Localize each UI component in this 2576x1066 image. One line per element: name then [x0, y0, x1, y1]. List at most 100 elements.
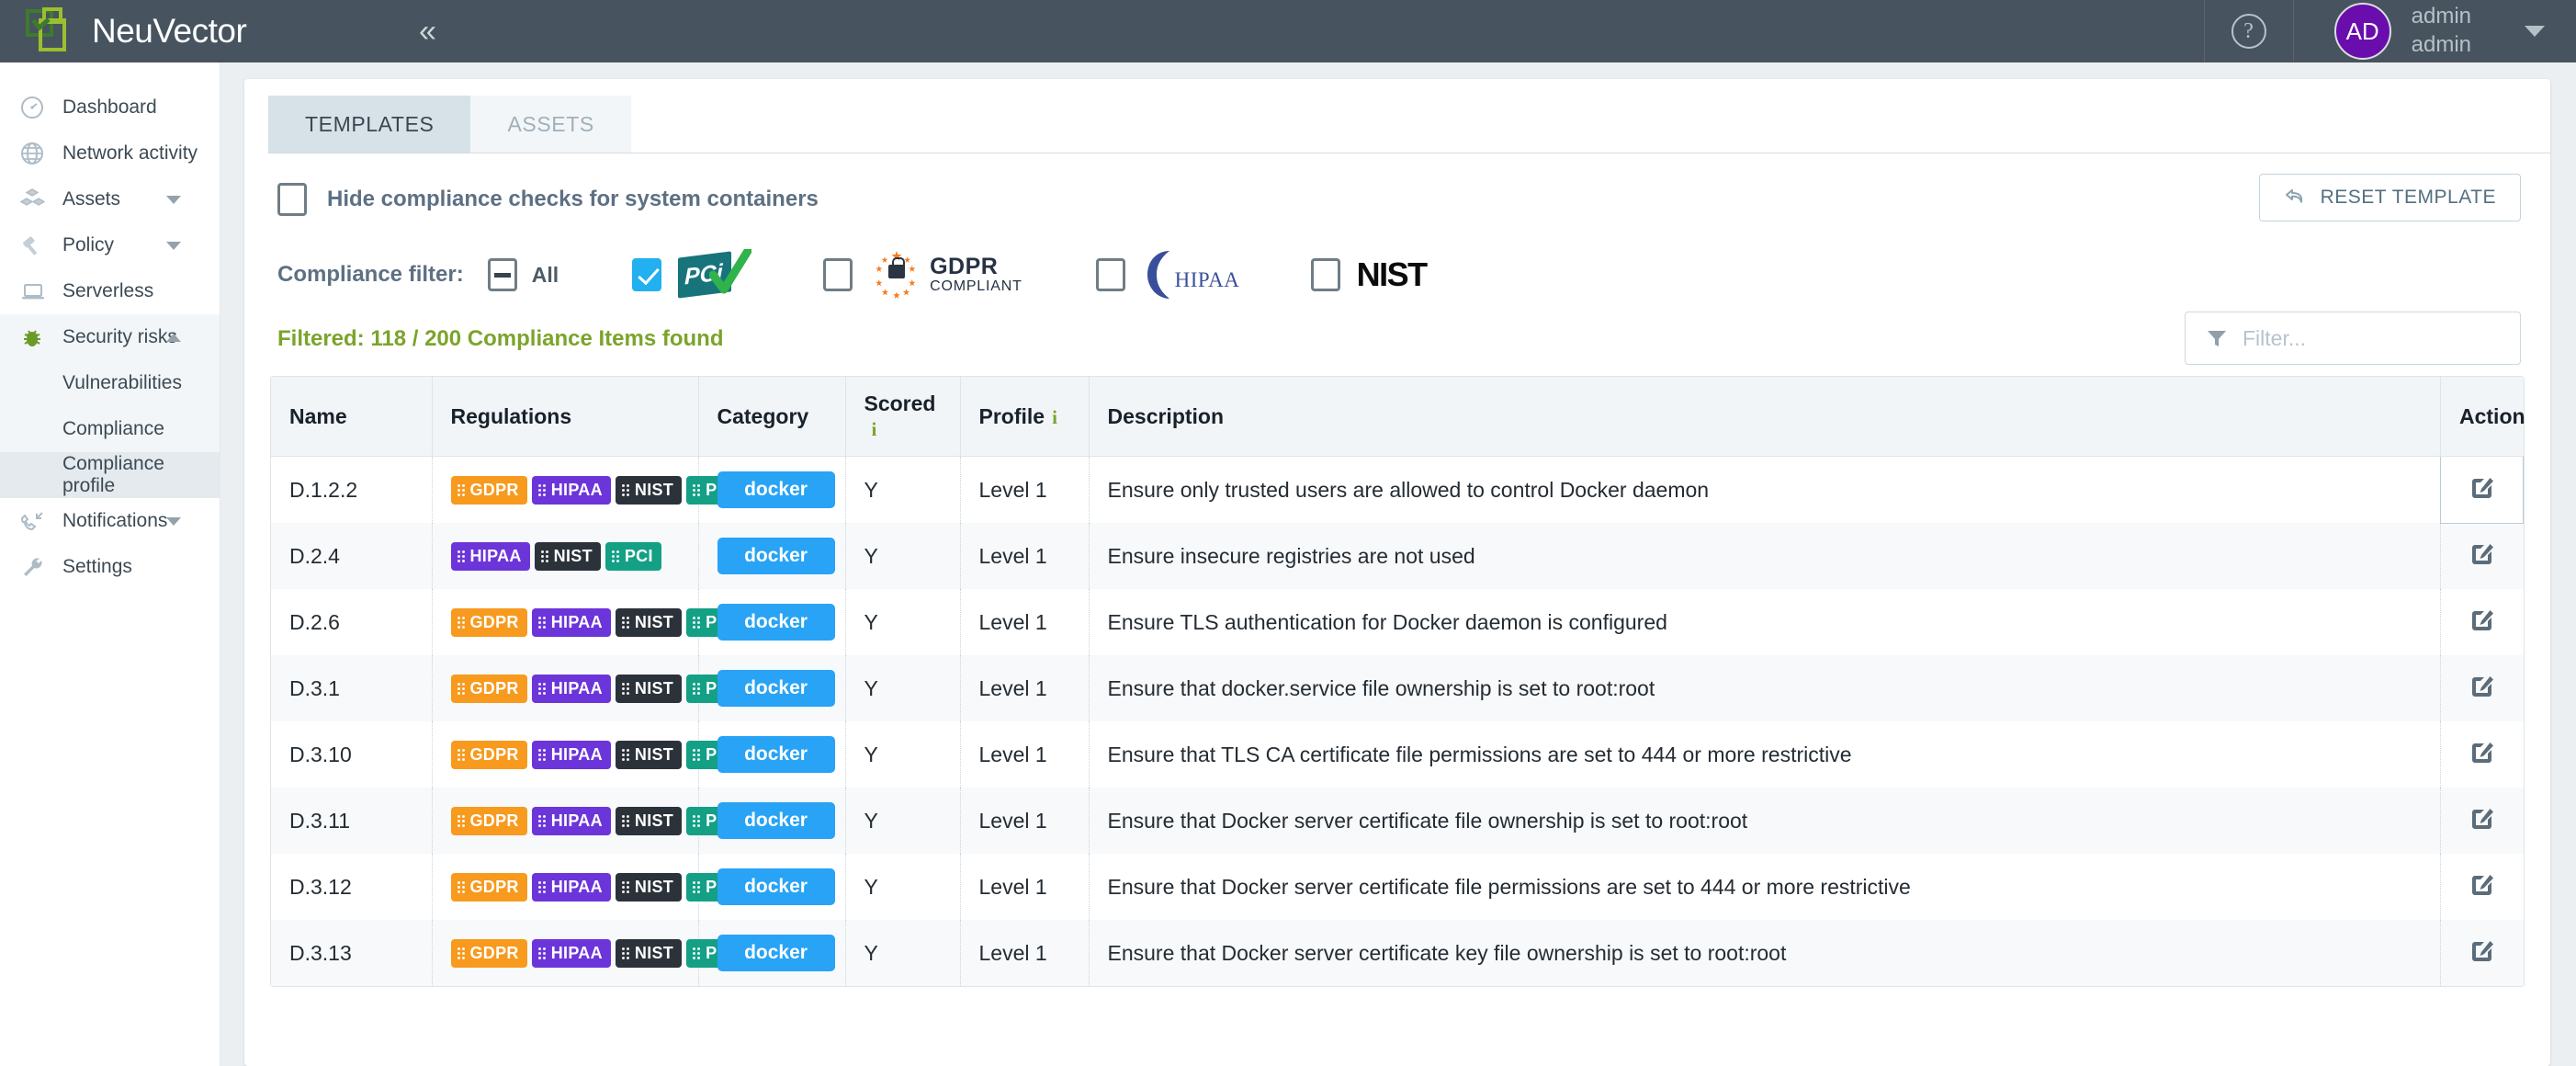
- col-scored[interactable]: Scoredi: [845, 377, 961, 457]
- filter-gdpr-checkbox[interactable]: [823, 258, 853, 291]
- regulation-badge-gdpr[interactable]: GDPR: [450, 674, 527, 703]
- col-category[interactable]: Category: [698, 377, 846, 457]
- user-menu[interactable]: AD admin admin: [2294, 0, 2576, 62]
- table-row[interactable]: D.3.11 GDPRHIPAANISTPCI docker Y Level 1…: [271, 788, 2524, 854]
- regulation-badge-gdpr[interactable]: GDPR: [450, 607, 527, 637]
- regulation-badge-pci[interactable]: PCI: [604, 541, 661, 571]
- regulation-badge-nist[interactable]: NIST: [615, 607, 683, 637]
- filter-pci-checkbox[interactable]: [632, 258, 662, 291]
- sidebar-item-policy[interactable]: Policy: [0, 222, 220, 268]
- filter-option-gdpr[interactable]: GDPR COMPLIANT: [823, 247, 1022, 302]
- table-row[interactable]: D.2.6 GDPRHIPAANISTPCI docker Y Level 1 …: [271, 589, 2524, 655]
- sidebar-item-settings[interactable]: Settings: [0, 544, 220, 590]
- regulation-badge-nist[interactable]: NIST: [615, 740, 683, 769]
- regulation-badge-hipaa[interactable]: HIPAA: [450, 541, 530, 571]
- reset-template-button[interactable]: RESET TEMPLATE: [2258, 174, 2521, 221]
- regulation-badge-nist[interactable]: NIST: [615, 872, 683, 902]
- regulation-badge-gdpr[interactable]: GDPR: [450, 872, 527, 902]
- regulation-badge-hipaa[interactable]: HIPAA: [531, 674, 611, 703]
- col-description[interactable]: Description: [1089, 377, 2441, 457]
- caret-down-icon[interactable]: [2525, 26, 2545, 37]
- category-pill[interactable]: docker: [717, 802, 835, 839]
- chevron-down-icon[interactable]: [166, 516, 181, 526]
- filter-option-all[interactable]: All: [487, 258, 559, 291]
- filter-input-wrapper[interactable]: [2185, 312, 2521, 365]
- edit-icon[interactable]: [2469, 606, 2496, 639]
- regulation-badge-hipaa[interactable]: HIPAA: [531, 938, 611, 968]
- hipaa-logo-icon: HIPAA: [1142, 249, 1239, 301]
- col-profile[interactable]: Profile i: [960, 377, 1090, 457]
- table-row[interactable]: D.3.13 GDPRHIPAANISTPCI docker Y Level 1…: [271, 920, 2524, 986]
- hide-system-checks-checkbox[interactable]: [277, 183, 307, 216]
- help-button[interactable]: ?: [2203, 0, 2294, 62]
- table-row[interactable]: D.3.10 GDPRHIPAANISTPCI docker Y Level 1…: [271, 721, 2524, 788]
- regulation-badge-nist[interactable]: NIST: [615, 806, 683, 835]
- sidebar-collapse-icon[interactable]: «: [419, 14, 436, 49]
- regulation-badge-hipaa[interactable]: HIPAA: [531, 740, 611, 769]
- filter-option-nist[interactable]: NIST: [1310, 255, 1428, 294]
- edit-icon[interactable]: [2469, 473, 2496, 506]
- category-pill[interactable]: docker: [717, 670, 835, 707]
- gavel-icon: [20, 233, 51, 257]
- table-row[interactable]: D.1.2.2 GDPRHIPAANISTPCI docker Y Level …: [271, 456, 2524, 524]
- col-regulations[interactable]: Regulations: [432, 377, 699, 457]
- regulation-badge-nist[interactable]: NIST: [534, 541, 601, 571]
- category-pill[interactable]: docker: [717, 471, 835, 508]
- tab-templates[interactable]: TEMPLATES: [268, 96, 471, 153]
- filter-hipaa-checkbox[interactable]: [1095, 258, 1125, 291]
- regulation-badge-gdpr[interactable]: GDPR: [450, 475, 527, 505]
- regulation-badge-gdpr[interactable]: GDPR: [450, 740, 527, 769]
- category-pill[interactable]: docker: [717, 538, 835, 574]
- cell-profile: Level 1: [960, 589, 1090, 655]
- category-pill[interactable]: docker: [717, 935, 835, 971]
- brand-area[interactable]: NeuVector: [0, 7, 395, 55]
- sidebar-item-compliance[interactable]: Compliance: [0, 406, 220, 452]
- info-icon[interactable]: i: [871, 418, 877, 440]
- edit-icon[interactable]: [2469, 870, 2496, 903]
- category-pill[interactable]: docker: [717, 736, 835, 773]
- filter-input[interactable]: [2243, 325, 2481, 351]
- filter-all-checkbox[interactable]: [487, 258, 517, 291]
- sidebar-item-vulnerabilities[interactable]: Vulnerabilities: [0, 360, 220, 406]
- info-icon[interactable]: i: [1052, 405, 1057, 428]
- cell-regulations: GDPRHIPAANISTPCI: [432, 854, 742, 920]
- chevron-up-icon[interactable]: [166, 333, 181, 342]
- regulation-badge-hipaa[interactable]: HIPAA: [531, 607, 611, 637]
- table-row[interactable]: D.3.1 GDPRHIPAANISTPCI docker Y Level 1 …: [271, 655, 2524, 721]
- regulation-badge-nist[interactable]: NIST: [615, 938, 683, 968]
- tab-assets[interactable]: ASSETS: [470, 96, 631, 153]
- sidebar-item-security-risks[interactable]: Security risks: [0, 314, 220, 360]
- chevron-down-icon[interactable]: [166, 195, 181, 204]
- edit-icon[interactable]: [2469, 539, 2496, 573]
- regulation-badge-gdpr[interactable]: GDPR: [450, 938, 527, 968]
- regulation-badge-nist[interactable]: NIST: [615, 475, 683, 505]
- sidebar-item-notifications[interactable]: Notifications: [0, 498, 220, 544]
- sidebar-item-serverless[interactable]: Serverless: [0, 268, 220, 314]
- category-pill[interactable]: docker: [717, 604, 835, 641]
- sidebar-item-dashboard[interactable]: Dashboard: [0, 85, 220, 130]
- cell-profile: Level 1: [960, 854, 1090, 920]
- edit-icon[interactable]: [2469, 738, 2496, 771]
- regulation-badge-hipaa[interactable]: HIPAA: [531, 806, 611, 835]
- edit-icon[interactable]: [2469, 936, 2496, 970]
- regulation-badge-gdpr[interactable]: GDPR: [450, 806, 527, 835]
- cell-scored: Y: [845, 589, 961, 655]
- sidebar-item-compliance-profile[interactable]: Compliance profile: [0, 452, 220, 498]
- sidebar-item-assets[interactable]: Assets: [0, 176, 220, 222]
- filter-option-pci[interactable]: PCi: [632, 249, 752, 299]
- filter-nist-checkbox[interactable]: [1310, 258, 1340, 291]
- sidebar-subitem-label: Vulnerabilities: [62, 372, 182, 393]
- filter-option-hipaa[interactable]: HIPAA: [1095, 249, 1239, 301]
- regulation-badge-hipaa[interactable]: HIPAA: [531, 872, 611, 902]
- col-name[interactable]: Name: [271, 377, 433, 457]
- edit-icon[interactable]: [2469, 672, 2496, 705]
- sidebar-item-network-activity[interactable]: Network activity: [0, 130, 220, 176]
- chevron-down-icon[interactable]: [166, 241, 181, 250]
- regulation-badge-hipaa[interactable]: HIPAA: [531, 475, 611, 505]
- category-pill[interactable]: docker: [717, 868, 835, 905]
- regulation-badge-nist[interactable]: NIST: [615, 674, 683, 703]
- table-row[interactable]: D.3.12 GDPRHIPAANISTPCI docker Y Level 1…: [271, 854, 2524, 920]
- edit-icon[interactable]: [2469, 804, 2496, 837]
- col-profile-label: Profile: [978, 403, 1045, 428]
